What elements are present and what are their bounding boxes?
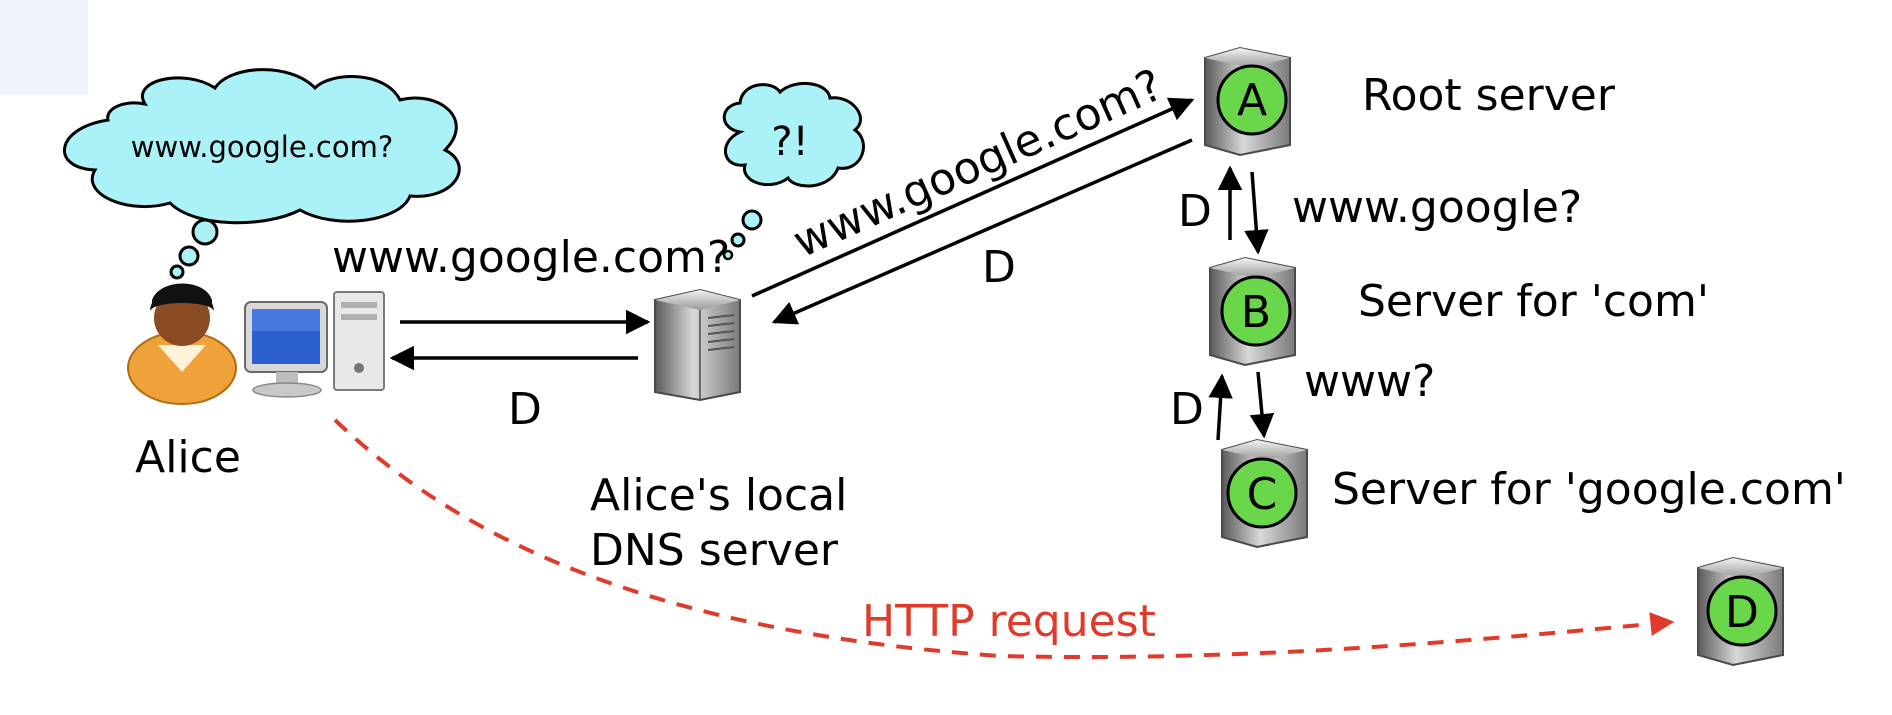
root-server-label: Root server — [1362, 70, 1616, 121]
arrow-com-to-google — [1249, 371, 1275, 439]
com-letter: B — [1241, 287, 1271, 338]
com-server-label: Server for 'com' — [1358, 276, 1709, 327]
google-server-icon: C — [1221, 438, 1308, 549]
arrow-root-to-com — [1244, 171, 1269, 255]
arrow-local-to-root — [751, 97, 1195, 298]
msg-root-to-local: D — [982, 242, 1016, 293]
arrow-google-to-com — [1208, 373, 1233, 441]
http-request-label: HTTP request — [862, 596, 1156, 647]
google-server-label: Server for 'google.com' — [1332, 464, 1846, 515]
local-dns-thought-bubble: ?! — [722, 81, 865, 261]
http-request-arrow — [333, 418, 1675, 660]
local-dns-label-line1: Alice's local — [590, 470, 847, 521]
root-badge — [1216, 64, 1288, 136]
alice-thought-bubble: www.google.com? — [63, 68, 461, 280]
arrow-root-to-local — [771, 138, 1193, 325]
slide-corner-decoration — [0, 0, 88, 95]
com-badge — [1220, 275, 1292, 347]
local-dns-server-icon — [654, 288, 741, 402]
google-badge — [1226, 457, 1298, 529]
google-letter: C — [1247, 469, 1278, 520]
local-dns-thought-text: ?! — [771, 119, 808, 165]
local-dns-label-line2: DNS server — [590, 525, 839, 576]
web-server-icon: D — [1697, 556, 1784, 667]
alice-label: Alice — [135, 432, 241, 483]
alice-thought-text: www.google.com? — [131, 130, 393, 164]
computer-icon — [244, 291, 385, 398]
root-server-icon: A — [1204, 46, 1291, 157]
msg-alice-to-local: www.google.com? — [332, 232, 730, 283]
msg-local-to-alice: D — [508, 384, 542, 435]
web-badge — [1706, 575, 1778, 647]
msg-com-to-root: D — [1178, 186, 1212, 237]
web-letter: D — [1725, 587, 1759, 638]
com-server-icon: B — [1209, 256, 1296, 367]
msg-com-to-google: www? — [1304, 356, 1435, 407]
msg-google-to-com: D — [1170, 384, 1204, 435]
alice-person-icon — [127, 283, 237, 405]
root-letter: A — [1237, 75, 1267, 126]
msg-root-to-com: www.google? — [1292, 182, 1582, 233]
